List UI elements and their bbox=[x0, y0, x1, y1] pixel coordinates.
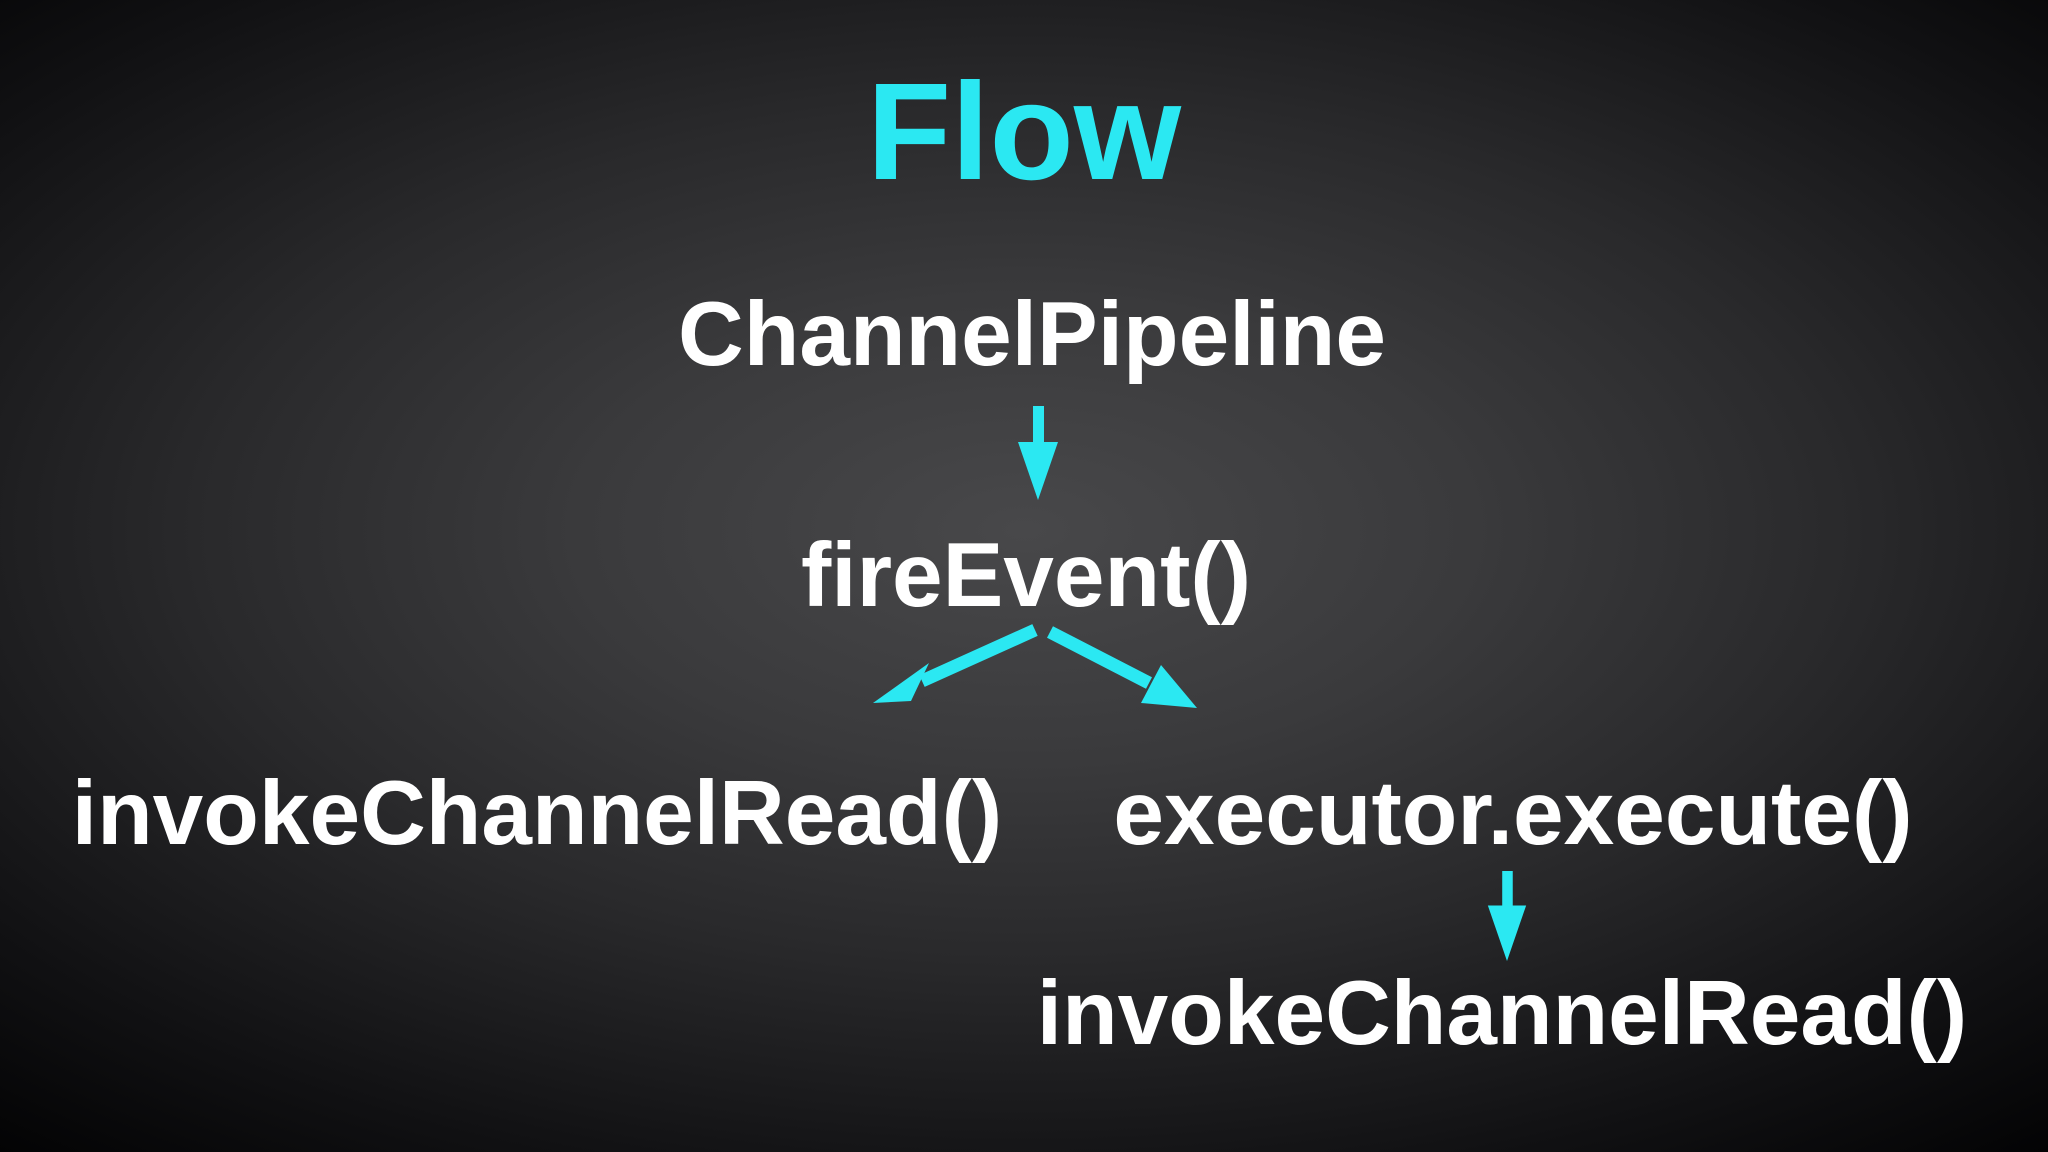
node-fire-event: fireEvent() bbox=[800, 525, 1252, 626]
slide-title: Flow bbox=[866, 55, 1182, 209]
arrow-branch-group bbox=[873, 624, 1197, 708]
arrow-down-icon bbox=[1018, 406, 1058, 500]
node-invoke-channel-read-left: invokeChannelRead() bbox=[71, 763, 1003, 864]
arrow-down-icon bbox=[1487, 871, 1527, 961]
node-invoke-channel-read-bottom: invokeChannelRead() bbox=[1036, 963, 1968, 1064]
arrow-diagonal-right-icon bbox=[1047, 626, 1197, 708]
arrow-diagonal-left-icon bbox=[873, 624, 1038, 703]
node-channel-pipeline: ChannelPipeline bbox=[678, 284, 1386, 385]
node-executor-execute: executor.execute() bbox=[1113, 763, 1913, 864]
